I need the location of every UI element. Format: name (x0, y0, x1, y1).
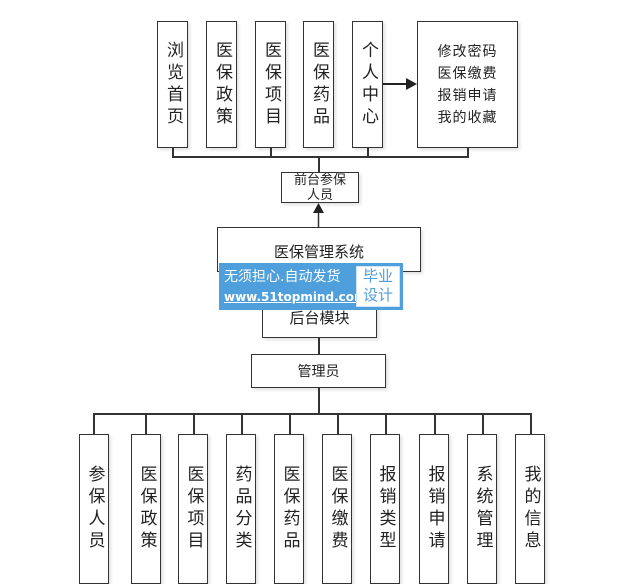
watermark-url[interactable]: www.51topmind.com (224, 290, 367, 304)
connector-line (193, 413, 195, 434)
frontend-item-label: 医保政策 (212, 40, 232, 129)
backend-item-label: 报销申请 (424, 465, 445, 553)
detail-item: 报销申请 (437, 87, 498, 104)
arrow-head-right-icon (406, 78, 417, 90)
connector-line (530, 413, 532, 434)
backend-item-drug-category: 药品分类 (226, 434, 256, 584)
backend-item-reimburse-apply: 报销申请 (419, 434, 449, 584)
detail-item: 医保缴费 (437, 65, 498, 82)
connector-line (434, 413, 436, 434)
connector-line (241, 413, 243, 434)
frontend-item-browse-home: 浏览首页 (157, 21, 188, 148)
backend-item-insured: 参保人员 (79, 434, 109, 584)
connector-line (270, 148, 272, 157)
frontend-item-personal-center: 个人中心 (352, 21, 383, 148)
frontend-item-label: 医保药品 (309, 40, 329, 129)
backend-item-system-manage: 系统管理 (467, 434, 497, 584)
admin-role-label: 管理员 (297, 364, 340, 380)
connector-line (172, 148, 174, 157)
watermark-badge-line: 设计 (362, 286, 393, 304)
connector-line (318, 388, 320, 414)
detail-item: 修改密码 (437, 43, 498, 60)
frontend-role-label: 前台参保人员 (293, 172, 346, 203)
watermark-badge: 毕业 设计 (356, 266, 400, 307)
connector-bus-bottom (93, 413, 531, 415)
detail-item: 我的收藏 (437, 109, 498, 126)
connector-line (482, 413, 484, 434)
watermark-banner: 无须担心.自动发货 www.51topmind.com 毕业 设计 (219, 263, 403, 310)
backend-item-label: 医保政策 (136, 465, 157, 553)
frontend-item-policy: 医保政策 (206, 21, 237, 148)
backend-item-my-info: 我的信息 (515, 434, 545, 584)
frontend-item-drugs: 医保药品 (303, 21, 334, 148)
connector-line (145, 413, 147, 434)
frontend-role-box: 前台参保人员 (281, 172, 359, 203)
backend-item-label: 医保缴费 (327, 465, 348, 553)
connector-line (367, 148, 369, 157)
backend-item-drugs: 医保药品 (274, 434, 304, 584)
backend-item-label: 参保人员 (84, 465, 105, 553)
backend-item-label: 报销类型 (375, 465, 396, 553)
frontend-item-project: 医保项目 (255, 21, 286, 148)
connector-line (93, 413, 95, 434)
backend-item-label: 药品分类 (231, 465, 252, 553)
connector-line (467, 148, 469, 157)
frontend-item-label: 个人中心 (358, 40, 378, 129)
backend-item-payment: 医保缴费 (322, 434, 352, 584)
backend-item-label: 系统管理 (472, 465, 493, 553)
backend-item-label: 医保药品 (279, 465, 300, 553)
admin-role-box: 管理员 (251, 354, 386, 388)
connector-line (289, 413, 291, 434)
backend-module-label: 后台模块 (289, 308, 350, 327)
connector-line (385, 413, 387, 434)
personal-center-details: 修改密码 医保缴费 报销申请 我的收藏 (417, 21, 518, 148)
watermark-slogan: 无须担心.自动发货 (224, 269, 341, 285)
backend-item-label: 我的信息 (520, 465, 541, 553)
arrow-head-up-icon (313, 203, 324, 213)
connector-bus-top (172, 156, 469, 158)
backend-item-reimburse-type: 报销类型 (370, 434, 400, 584)
watermark-badge-line: 毕业 (362, 267, 393, 285)
connector-line (318, 338, 320, 354)
system-title: 医保管理系统 (273, 243, 364, 261)
frontend-item-label: 浏览首页 (163, 40, 183, 129)
backend-item-project: 医保项目 (178, 434, 208, 584)
backend-item-policy: 医保政策 (131, 434, 161, 584)
frontend-item-label: 医保项目 (261, 40, 281, 129)
connector-line (318, 156, 320, 172)
connector-line (337, 413, 339, 434)
backend-item-label: 医保项目 (183, 465, 204, 553)
